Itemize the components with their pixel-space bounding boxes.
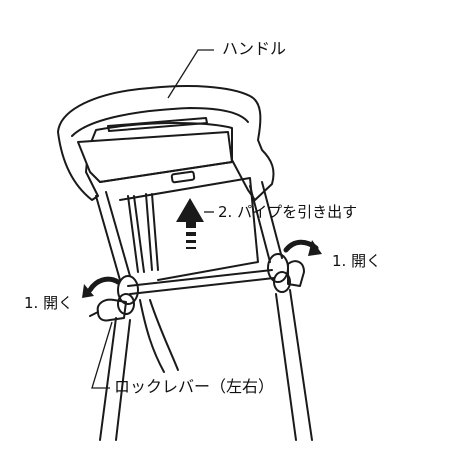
left-upper-pipe (95, 191, 131, 281)
handle-inner-rim (71, 107, 249, 137)
rotate-right-arrow-icon (283, 239, 322, 256)
left-lock-lever-icon (96, 298, 127, 322)
handle-leader-line (167, 49, 214, 99)
handle-label: ハンドル (222, 39, 287, 58)
right-lock-lever-icon (287, 260, 305, 287)
right-upper-pipe (249, 181, 283, 263)
panel-bottom-edge (99, 161, 233, 183)
panel-indicator (170, 170, 196, 184)
left-clamp-ring (117, 275, 139, 305)
step1-open-left-label: 1. 開く (24, 294, 74, 312)
left-lower-pipe (99, 317, 131, 441)
pull-up-arrow-icon (176, 198, 204, 249)
rotate-left-arrow-icon (82, 276, 121, 298)
back-plate (119, 177, 259, 281)
cross-bar (127, 269, 275, 295)
lock-lever-label: ロックレバー（左右） (114, 377, 275, 396)
cable-bundle (127, 193, 159, 273)
handle-grip-slot (107, 117, 208, 132)
left-lever-tip (89, 311, 99, 317)
right-lower-pipe (275, 289, 313, 441)
right-clamp-ring (267, 253, 289, 283)
right-clamp-ring-inner (273, 271, 291, 293)
step2-pull-pipe-label: 2. パイプを引き出す (218, 203, 358, 221)
step1-open-right-label: 1. 開く (332, 252, 382, 270)
left-clamp-ring-inner (117, 293, 135, 315)
lock-lever-leader-line (91, 321, 113, 389)
cable-lower-strands (139, 299, 179, 373)
